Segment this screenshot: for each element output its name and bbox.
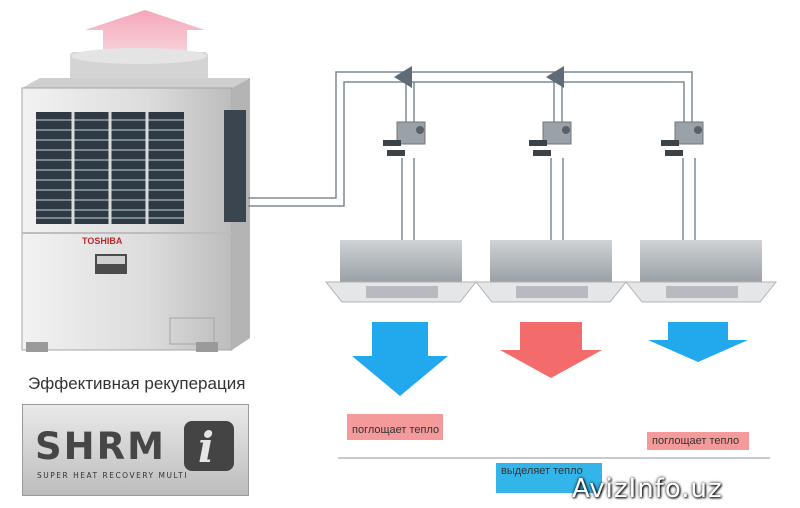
logo-subtitle: SUPER HEAT RECOVERY MULTI — [37, 471, 188, 480]
unit-brand: TOSHIBA — [82, 236, 123, 246]
indoor-cassette-unit — [474, 240, 628, 303]
logo-mark: i — [198, 423, 214, 472]
flow-selector-box — [529, 121, 572, 156]
indoor-cassette-unit — [624, 240, 778, 303]
cool-air-arrow — [648, 322, 748, 362]
logo-title: SHRM — [35, 425, 166, 468]
warm-air-arrow — [500, 322, 602, 378]
flow-direction-arrow — [546, 66, 564, 88]
indoor-cassette-unit — [324, 240, 478, 303]
info-i-icon: i — [184, 421, 234, 472]
watermark: AvizInfo.uz — [572, 474, 723, 504]
label-releases-heat: выделяет тепло — [496, 463, 602, 493]
label-absorbs-heat: поглощает тепло — [647, 432, 749, 450]
outdoor-unit: TOSHIBA — [21, 48, 250, 352]
caption: Эффективная рекуперация — [28, 374, 246, 393]
refrigerant-pipes — [248, 71, 696, 244]
cool-air-arrow — [352, 322, 448, 396]
flow-direction-arrow — [394, 66, 412, 88]
flow-selector-box — [661, 121, 704, 156]
flow-selector-box — [383, 121, 426, 156]
label-absorbs-heat: поглощает тепло — [347, 414, 443, 440]
shrm-logo-badge: SHRM SUPER HEAT RECOVERY MULTI i — [22, 404, 249, 496]
exhaust-arrow — [85, 10, 205, 58]
